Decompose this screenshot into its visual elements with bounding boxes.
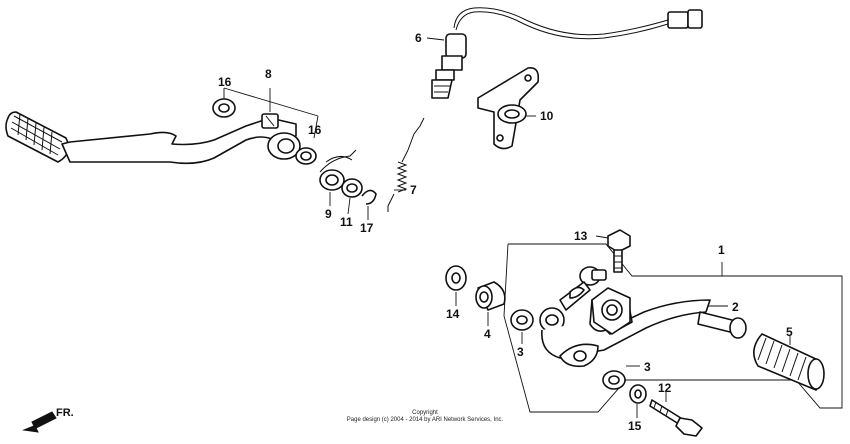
- callout-8: 8: [265, 67, 272, 81]
- callout-2: 2: [732, 300, 739, 314]
- callout-17: 17: [360, 221, 374, 235]
- washer-3-upper: [510, 309, 534, 331]
- copyright-line-1: Copyright: [412, 410, 438, 416]
- callout-12: 12: [658, 381, 672, 395]
- callout-3-upper: 3: [517, 345, 524, 359]
- callout-15: 15: [628, 419, 642, 433]
- return-spring-9: [319, 149, 357, 191]
- washer-15: [629, 384, 647, 404]
- gearshift-pedal-upper: [5, 111, 301, 165]
- callout-16-left: 16: [218, 75, 232, 89]
- washer-16-right: [295, 147, 317, 165]
- callout-5: 5: [786, 325, 793, 339]
- pedal-rubber-grip-upper: [5, 111, 71, 163]
- switch-6: [431, 7, 703, 99]
- callout-3-lower: 3: [644, 360, 651, 374]
- washer-16-left: [212, 98, 236, 118]
- collar-4: [475, 281, 506, 311]
- callout-1: 1: [718, 243, 725, 257]
- callout-10: 10: [540, 109, 554, 123]
- pedal-pivot-lower: [559, 287, 631, 368]
- callout-4: 4: [484, 327, 491, 341]
- bolt-13: [607, 229, 631, 273]
- front-direction-indicator: FR.: [22, 407, 74, 433]
- front-label: FR.: [56, 407, 74, 419]
- callout-13: 13: [574, 229, 588, 243]
- pin-2: [697, 311, 747, 339]
- washer-14: [445, 265, 467, 291]
- bracket-lines-8-16: [223, 87, 319, 139]
- callout-9: 9: [325, 207, 332, 221]
- leader-lines: [329, 37, 791, 418]
- spring-7: [387, 117, 425, 212]
- callout-7: 7: [410, 183, 417, 197]
- pedal-lever-arm-upper: [61, 117, 297, 165]
- callout-11: 11: [340, 215, 353, 229]
- callout-6: 6: [415, 31, 422, 45]
- bolt-12: [649, 399, 703, 437]
- shift-link-rod: [539, 266, 607, 333]
- copyright-line-2: Page design (c) 2004 - 2014 by ARI Netwo…: [347, 417, 504, 423]
- washer-3-lower: [602, 370, 626, 390]
- washer-11: [341, 178, 363, 198]
- callout-14: 14: [446, 307, 460, 321]
- copyright-notice: Copyright Page design (c) 2004 - 2014 by…: [347, 410, 504, 423]
- assembly-outline-1: [503, 243, 843, 413]
- rubber-5: [753, 333, 825, 391]
- bracket-10: [477, 66, 540, 150]
- front-arrow-icon: [22, 411, 57, 433]
- circlip-17: [361, 189, 377, 205]
- callout-16-right: 16: [308, 123, 322, 137]
- pedal-pivot-boss-upper: [261, 113, 301, 160]
- callout-labels: 1 2 3 3 4 5 6 7 8 9 10 11 12 13 14 15 16…: [218, 31, 793, 433]
- shift-pedal-lower: [541, 289, 711, 359]
